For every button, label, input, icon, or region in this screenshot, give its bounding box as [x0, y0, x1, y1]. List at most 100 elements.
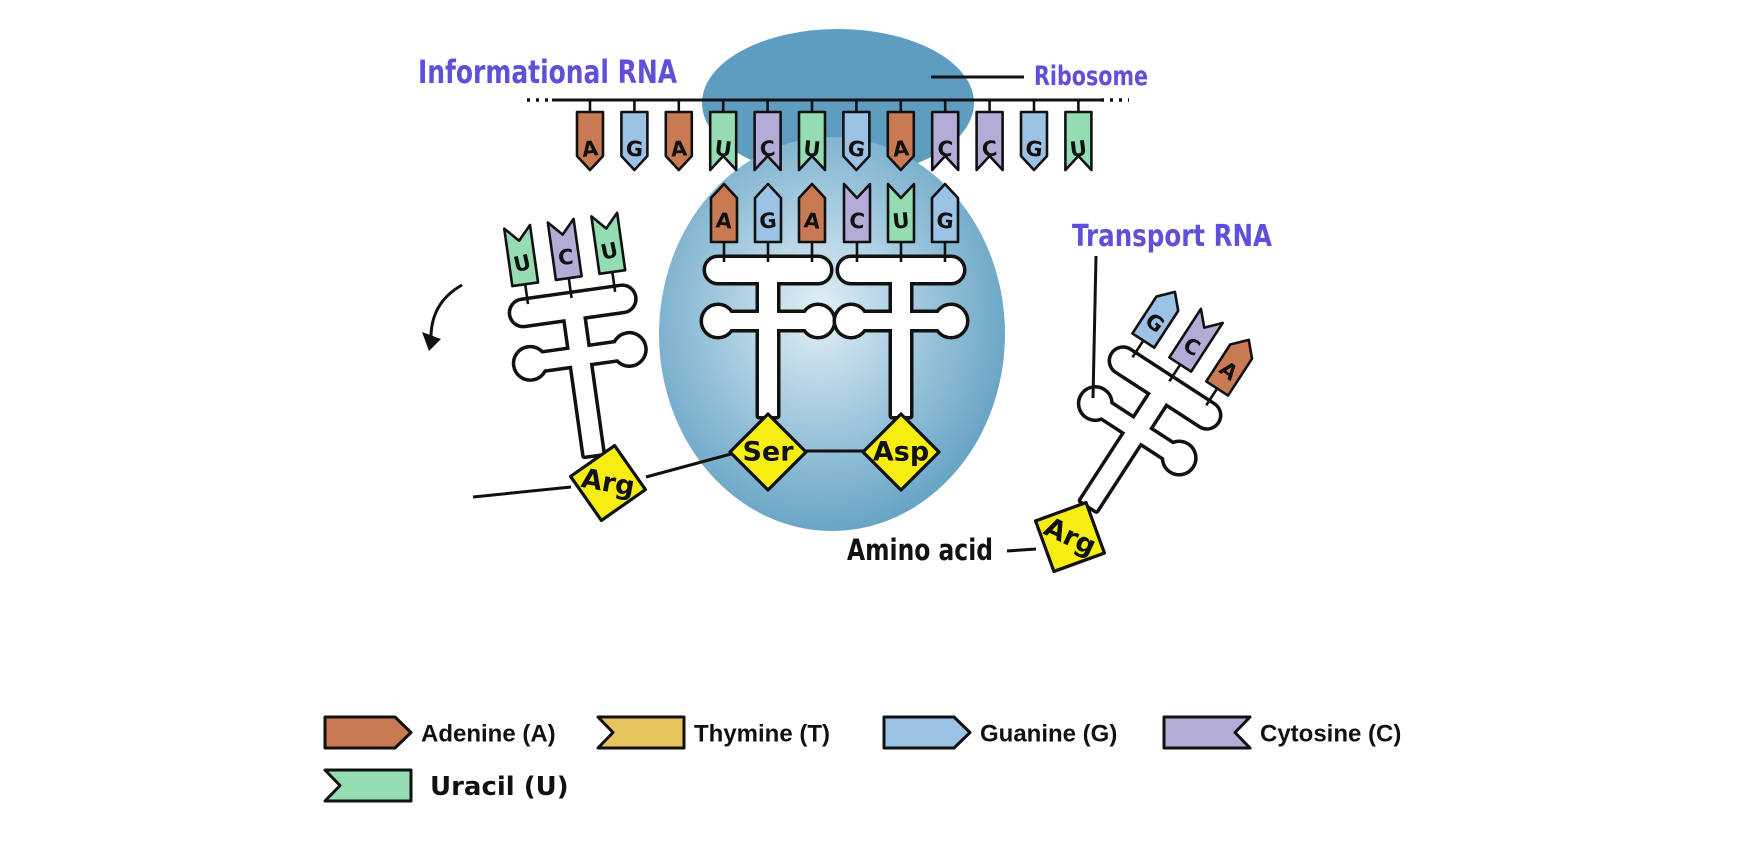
base-letter: U [802, 136, 821, 162]
anticodon-base-A: A [797, 182, 827, 244]
anticodon-base-C: C [842, 182, 872, 244]
legend-item-C: Cytosine (C) [1162, 715, 1401, 750]
anticodon-base-U: U [590, 211, 627, 276]
legend-swatch [323, 715, 413, 750]
base-shape [708, 110, 738, 172]
incoming-trna: GCA [1076, 290, 1254, 514]
base-shape [975, 110, 1004, 172]
base-shape [546, 217, 583, 282]
base-letter: G [935, 208, 955, 234]
trna-body [699, 254, 837, 420]
anticodon-base-A: A [709, 182, 739, 244]
base-letter: A [803, 208, 822, 234]
legend-item-U: Uracil (U) [323, 768, 569, 803]
mrna-base-G: G [842, 110, 871, 172]
base-shape [842, 110, 871, 172]
legend-item-A: Adenine (A) [323, 715, 556, 750]
transport-rna-pointer-line [1091, 255, 1098, 399]
base-letter: C [557, 245, 574, 270]
base-letter: C [848, 208, 865, 233]
base-shape [1168, 307, 1225, 373]
amino-acid-name: Ser [742, 437, 794, 468]
trna-body [507, 283, 648, 460]
base-shape [575, 110, 605, 172]
base-shape [1204, 338, 1254, 397]
base-shape [709, 182, 739, 244]
base-letter: A [891, 136, 910, 162]
legend-swatch [323, 768, 413, 803]
trna-body [832, 254, 970, 420]
legend-label: Uracil (U) [430, 772, 569, 802]
base-letter: U [713, 136, 733, 162]
mrna-base-A: A [575, 110, 605, 172]
base-shape [1131, 290, 1180, 349]
amino-acid-arg-left: Arg [568, 443, 648, 523]
anticodon-stub [1205, 386, 1219, 406]
legend-swatch [596, 715, 686, 750]
anticodon-base-U: U [886, 182, 916, 244]
mrna-base-U: U [797, 110, 827, 172]
mrna-base-G: G [1019, 110, 1049, 172]
mrna-base-A: A [886, 110, 916, 172]
amino-acid-ser: Ser [728, 412, 808, 492]
base-shape [797, 110, 827, 172]
base-shape [930, 110, 960, 172]
anticodon-base-G: G [753, 182, 783, 244]
base-letter: G [846, 136, 866, 162]
legend-label: Cytosine (C) [1260, 721, 1401, 748]
base-shape [797, 182, 827, 244]
chain-line-1 [472, 485, 572, 499]
anticodon-base-U: U [502, 223, 540, 288]
base-shape [842, 182, 872, 244]
base-letter: G [758, 208, 778, 234]
base-shape [753, 182, 783, 244]
base-shape [1064, 110, 1093, 172]
amino-acid-arg-right: Arg [1033, 500, 1107, 574]
base-shape [502, 223, 540, 288]
base-shape [620, 110, 649, 172]
anticodon-base-C: C [546, 217, 583, 282]
mrna-base-U: U [1064, 110, 1093, 172]
legend-label: Thymine (T) [694, 721, 830, 748]
transport-rna-label: Transport RNA [1072, 219, 1273, 254]
amino-acid-name: Asp [873, 437, 929, 468]
anticodon-stub [1168, 362, 1182, 382]
base-letter: A [715, 208, 734, 233]
base-shape [930, 182, 960, 244]
amino-acid-label: Amino acid [847, 533, 993, 567]
mrna-base-G: G [620, 110, 649, 172]
base-letter: U [1068, 136, 1088, 162]
peptide-chain [472, 449, 864, 499]
base-letter: U [891, 208, 910, 234]
base-shape [886, 110, 916, 172]
legend-swatch [1162, 715, 1252, 750]
base-letter: C [759, 136, 777, 161]
base-letter: C [936, 136, 953, 161]
mrna-base-A: A [664, 110, 694, 172]
amino-acid-asp: Asp [861, 412, 941, 492]
legend: Adenine (A) Thymine (T) Guanine (G) Cytosin… [323, 715, 1401, 803]
anticodon-stub [1131, 339, 1145, 359]
legend-label: Adenine (A) [421, 721, 556, 748]
base-letter: G [1024, 136, 1044, 162]
pointer-lines [931, 75, 1098, 553]
base-letter: A [580, 136, 600, 162]
base-shape [1019, 110, 1049, 172]
base-shape [886, 182, 916, 244]
anticodon-base-A: A [1204, 338, 1254, 397]
base-shape [664, 110, 694, 172]
anticodon-base-C: C [1168, 307, 1225, 373]
base-letter: G [625, 136, 644, 161]
base-letter: U [599, 238, 621, 265]
arrowhead [422, 332, 441, 351]
anticodon-stub [610, 270, 617, 293]
legend-item-G: Guanine (G) [882, 715, 1117, 750]
base-letter: C [981, 136, 998, 161]
mrna-base-C: C [753, 110, 782, 172]
trna-body [1076, 345, 1223, 514]
base-shape [590, 211, 627, 276]
exit-arrow [422, 283, 463, 351]
